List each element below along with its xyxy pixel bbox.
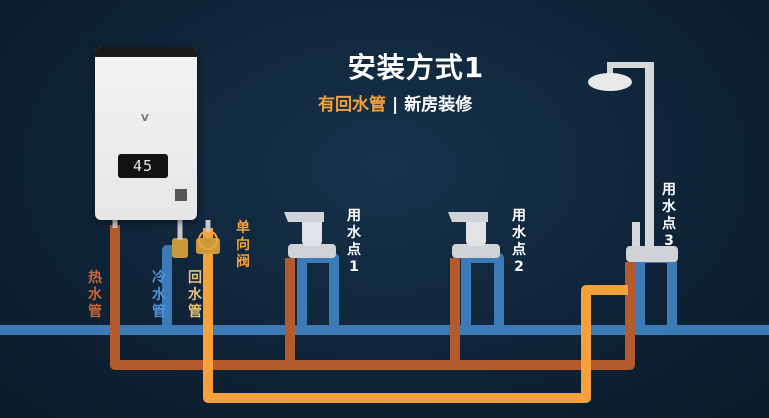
label-check-valve: 单向阀 [236, 220, 250, 270]
heater-top-panel [95, 47, 197, 57]
subtitle-divider: | [392, 95, 399, 115]
subtitle-return-pipe: 有回水管 [318, 95, 386, 115]
diagram-subtitle: 有回水管 |新房装修 [318, 90, 538, 115]
hot-main-pipe [110, 225, 635, 370]
return-main-pipe [203, 228, 628, 403]
faucet-1-icon [284, 212, 336, 258]
return-pipe-network [203, 228, 628, 403]
label-return-pipe: 回水管 [188, 270, 202, 320]
brand-logo: V [141, 113, 149, 124]
heater-outlets [112, 220, 211, 240]
water-heater: V 45 [95, 47, 197, 220]
cold-branch-point3 [635, 253, 677, 330]
cold-branch-point2 [461, 253, 504, 330]
faucet-2-icon [448, 212, 500, 258]
qr-code-icon [175, 189, 187, 201]
shower-icon [588, 62, 678, 262]
label-point-3: 用水点3 [662, 182, 676, 249]
heater-display: 45 [118, 154, 168, 178]
label-cold-pipe: 冷水管 [152, 270, 166, 320]
hot-pipe-network [110, 225, 635, 370]
label-point-2: 用水点2 [512, 208, 526, 275]
cold-inlet-valve [172, 238, 188, 258]
cold-heater-riser [162, 245, 178, 330]
cold-branch-point1 [297, 253, 339, 330]
label-point-1: 用水点1 [347, 208, 361, 275]
label-hot-pipe: 热水管 [88, 270, 102, 320]
subtitle-new-house: 新房装修 [404, 95, 473, 115]
diagram-title: 安装方式1 [347, 51, 485, 84]
